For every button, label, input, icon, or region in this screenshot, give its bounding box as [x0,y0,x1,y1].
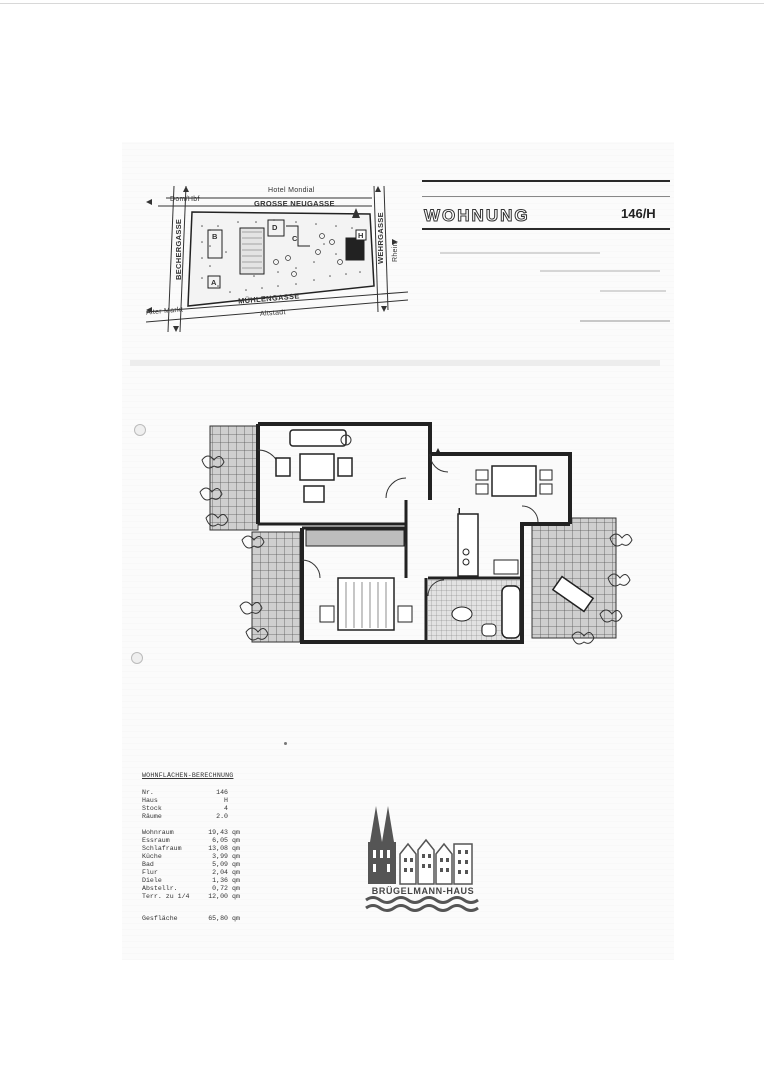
faint-line [440,252,600,254]
map-dir-rhein-label: Rhein [392,242,399,262]
header-rule [422,196,670,197]
table-row: Terr. zu 1/4 12,00 qm [142,893,252,901]
apartment-heading: WOHNUNG [424,206,530,226]
row-value: 2.0 [216,813,228,820]
table-row: Schlafraum 13,08 qm [142,845,252,853]
room-unit: qm [232,853,240,860]
map-block-b-label: B [212,232,218,241]
punch-hole-icon [134,424,146,436]
room-label: Bad [142,861,154,868]
row-label: Nr. [142,789,154,796]
room-area: 0,72 [212,885,228,892]
table-row: Essraum 6,05 qm [142,837,252,845]
room-area: 19,43 [208,829,228,836]
room-unit: qm [232,861,240,868]
room-label: Terr. zu 1/4 [142,893,190,900]
floor-plan-drawing [199,422,633,645]
row-label: Räume [142,813,162,820]
room-label: Küche [142,853,162,860]
table-row: Küche 3,99 qm [142,853,252,861]
unit-number: 146/H [621,206,656,221]
speck [284,742,287,745]
room-area: 12,00 [208,893,228,900]
scan-streak [130,360,660,366]
punch-hole-icon [131,652,143,664]
table-row: Räume 2.0 [142,813,252,821]
row-value: 146 [216,789,228,796]
room-area: 6,05 [212,837,228,844]
page-edge-line [0,3,764,4]
room-unit: qm [232,845,240,852]
location-map: Hotel Mondial Dom/Hbf GROSSE NEUGASSE MÜ… [146,182,408,338]
room-label: Flur [142,869,158,876]
room-area: 13,08 [208,845,228,852]
room-unit: qm [232,837,240,844]
map-block-a-label: A [211,278,217,287]
table-row: Flur 2,04 qm [142,869,252,877]
room-label: Abstellr. [142,885,178,892]
room-unit: qm [232,829,240,836]
row-label: Haus [142,797,158,804]
row-value: 4 [224,805,228,812]
table-row: Nr. 146 [142,789,252,797]
map-block-c-label: C [292,234,298,243]
faint-line [540,270,660,272]
map-street-left-label: BECHERGASSE [174,218,183,280]
map-dir-dom-label: Dom/Hbf [170,196,200,203]
table-row: Wohnraum 19,43 qm [142,829,252,837]
area-calculation-table: WOHNFLÄCHEN-BERECHNUNG Nr. 146 Haus H St… [142,772,252,923]
map-hotel-label: Hotel Mondial [268,187,315,194]
location-map-drawing [146,185,408,333]
faint-line [600,290,666,292]
logo-wordmark: BRÜGELMANN-HAUS [371,886,475,896]
row-value: H [224,797,228,804]
total-area: 65,80 [208,915,228,922]
total-row: Gesfläche 65,80 qm [142,915,252,923]
table-row: Haus H [142,797,252,805]
row-label: Stock [142,805,162,812]
room-area: 2,04 [212,869,228,876]
room-label: Wohnraum [142,829,174,836]
map-street-right-label: WEHRGASSE [376,212,385,264]
room-label: Diele [142,877,162,884]
map-block-d-label: D [272,223,278,232]
room-unit: qm [232,885,240,892]
room-area: 1,36 [212,877,228,884]
area-table-title: WOHNFLÄCHEN-BERECHNUNG [142,772,234,779]
total-unit: qm [232,915,240,922]
total-label: Gesfläche [142,915,178,922]
room-unit: qm [232,893,240,900]
floor-plan [196,410,636,660]
map-block-h-label: H [358,231,364,240]
faint-line [580,320,670,322]
table-row: Stock 4 [142,805,252,813]
room-label: Essraum [142,837,170,844]
room-unit: qm [232,877,240,884]
table-row: Diele 1,36 qm [142,877,252,885]
logo-drawing [365,806,479,912]
map-street-top-label: GROSSE NEUGASSE [254,199,335,208]
room-unit: qm [232,869,240,876]
room-label: Schlafraum [142,845,182,852]
room-area: 3,99 [212,853,228,860]
table-row: Bad 5,09 qm [142,861,252,869]
header-rule [422,228,670,230]
header-rule [422,180,670,182]
bruegelmann-haus-logo [364,802,480,918]
room-area: 5,09 [212,861,228,868]
table-row: Abstellr. 0,72 qm [142,885,252,893]
